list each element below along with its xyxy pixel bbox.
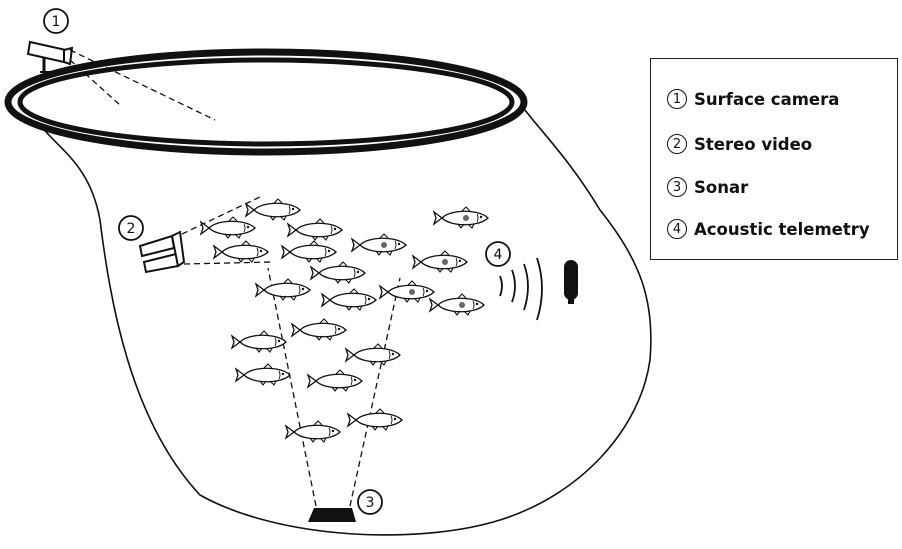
fish xyxy=(213,240,269,263)
fish xyxy=(307,369,363,392)
fish-tagged xyxy=(379,280,435,303)
sonar-transducer-icon xyxy=(267,267,401,522)
fish-tagged xyxy=(412,250,468,273)
fish xyxy=(200,216,256,239)
fish xyxy=(345,343,401,366)
legend-label: Stereo video xyxy=(694,134,813,154)
fish xyxy=(321,288,377,311)
legend-label: Acoustic telemetry xyxy=(694,219,870,239)
fish xyxy=(285,420,341,443)
fish xyxy=(235,363,291,386)
marker-3: 3 xyxy=(357,489,383,515)
legend-item-surface-camera: 1 Surface camera xyxy=(667,89,839,109)
legend-number-badge: 2 xyxy=(667,134,687,154)
net-bag xyxy=(39,109,652,536)
marker-4: 4 xyxy=(485,241,511,267)
marker-1: 1 xyxy=(43,8,69,34)
stereo-video-camera-icon xyxy=(138,195,273,274)
fish xyxy=(347,408,403,431)
legend-item-sonar: 3 Sonar xyxy=(667,177,748,197)
svg-text:1: 1 xyxy=(52,14,61,30)
fish-school xyxy=(200,198,489,443)
fish xyxy=(231,330,287,353)
fish xyxy=(287,218,343,241)
svg-text:3: 3 xyxy=(366,495,375,511)
surface-camera-icon xyxy=(26,40,216,121)
marker-2: 2 xyxy=(118,215,144,241)
fish-tagged xyxy=(433,206,489,229)
fish-tagged xyxy=(351,233,407,256)
legend: 1 Surface camera 2 Stereo video 3 Sonar … xyxy=(650,58,898,260)
legend-number-badge: 1 xyxy=(667,89,687,109)
fish xyxy=(245,198,301,221)
fish xyxy=(255,278,311,301)
legend-label: Surface camera xyxy=(694,89,840,109)
floating-collar xyxy=(4,48,528,156)
fish xyxy=(281,240,337,263)
legend-number-badge: 3 xyxy=(667,177,687,197)
legend-label: Sonar xyxy=(694,177,749,197)
legend-item-stereo-video: 2 Stereo video xyxy=(667,134,812,154)
acoustic-receiver-icon xyxy=(499,257,578,321)
svg-text:2: 2 xyxy=(127,221,136,237)
fish xyxy=(291,318,347,341)
legend-number-badge: 4 xyxy=(667,219,687,239)
fish-tagged xyxy=(429,293,485,316)
fish xyxy=(310,261,366,284)
svg-text:4: 4 xyxy=(494,247,503,263)
legend-item-acoustic-telemetry: 4 Acoustic telemetry xyxy=(667,219,870,239)
